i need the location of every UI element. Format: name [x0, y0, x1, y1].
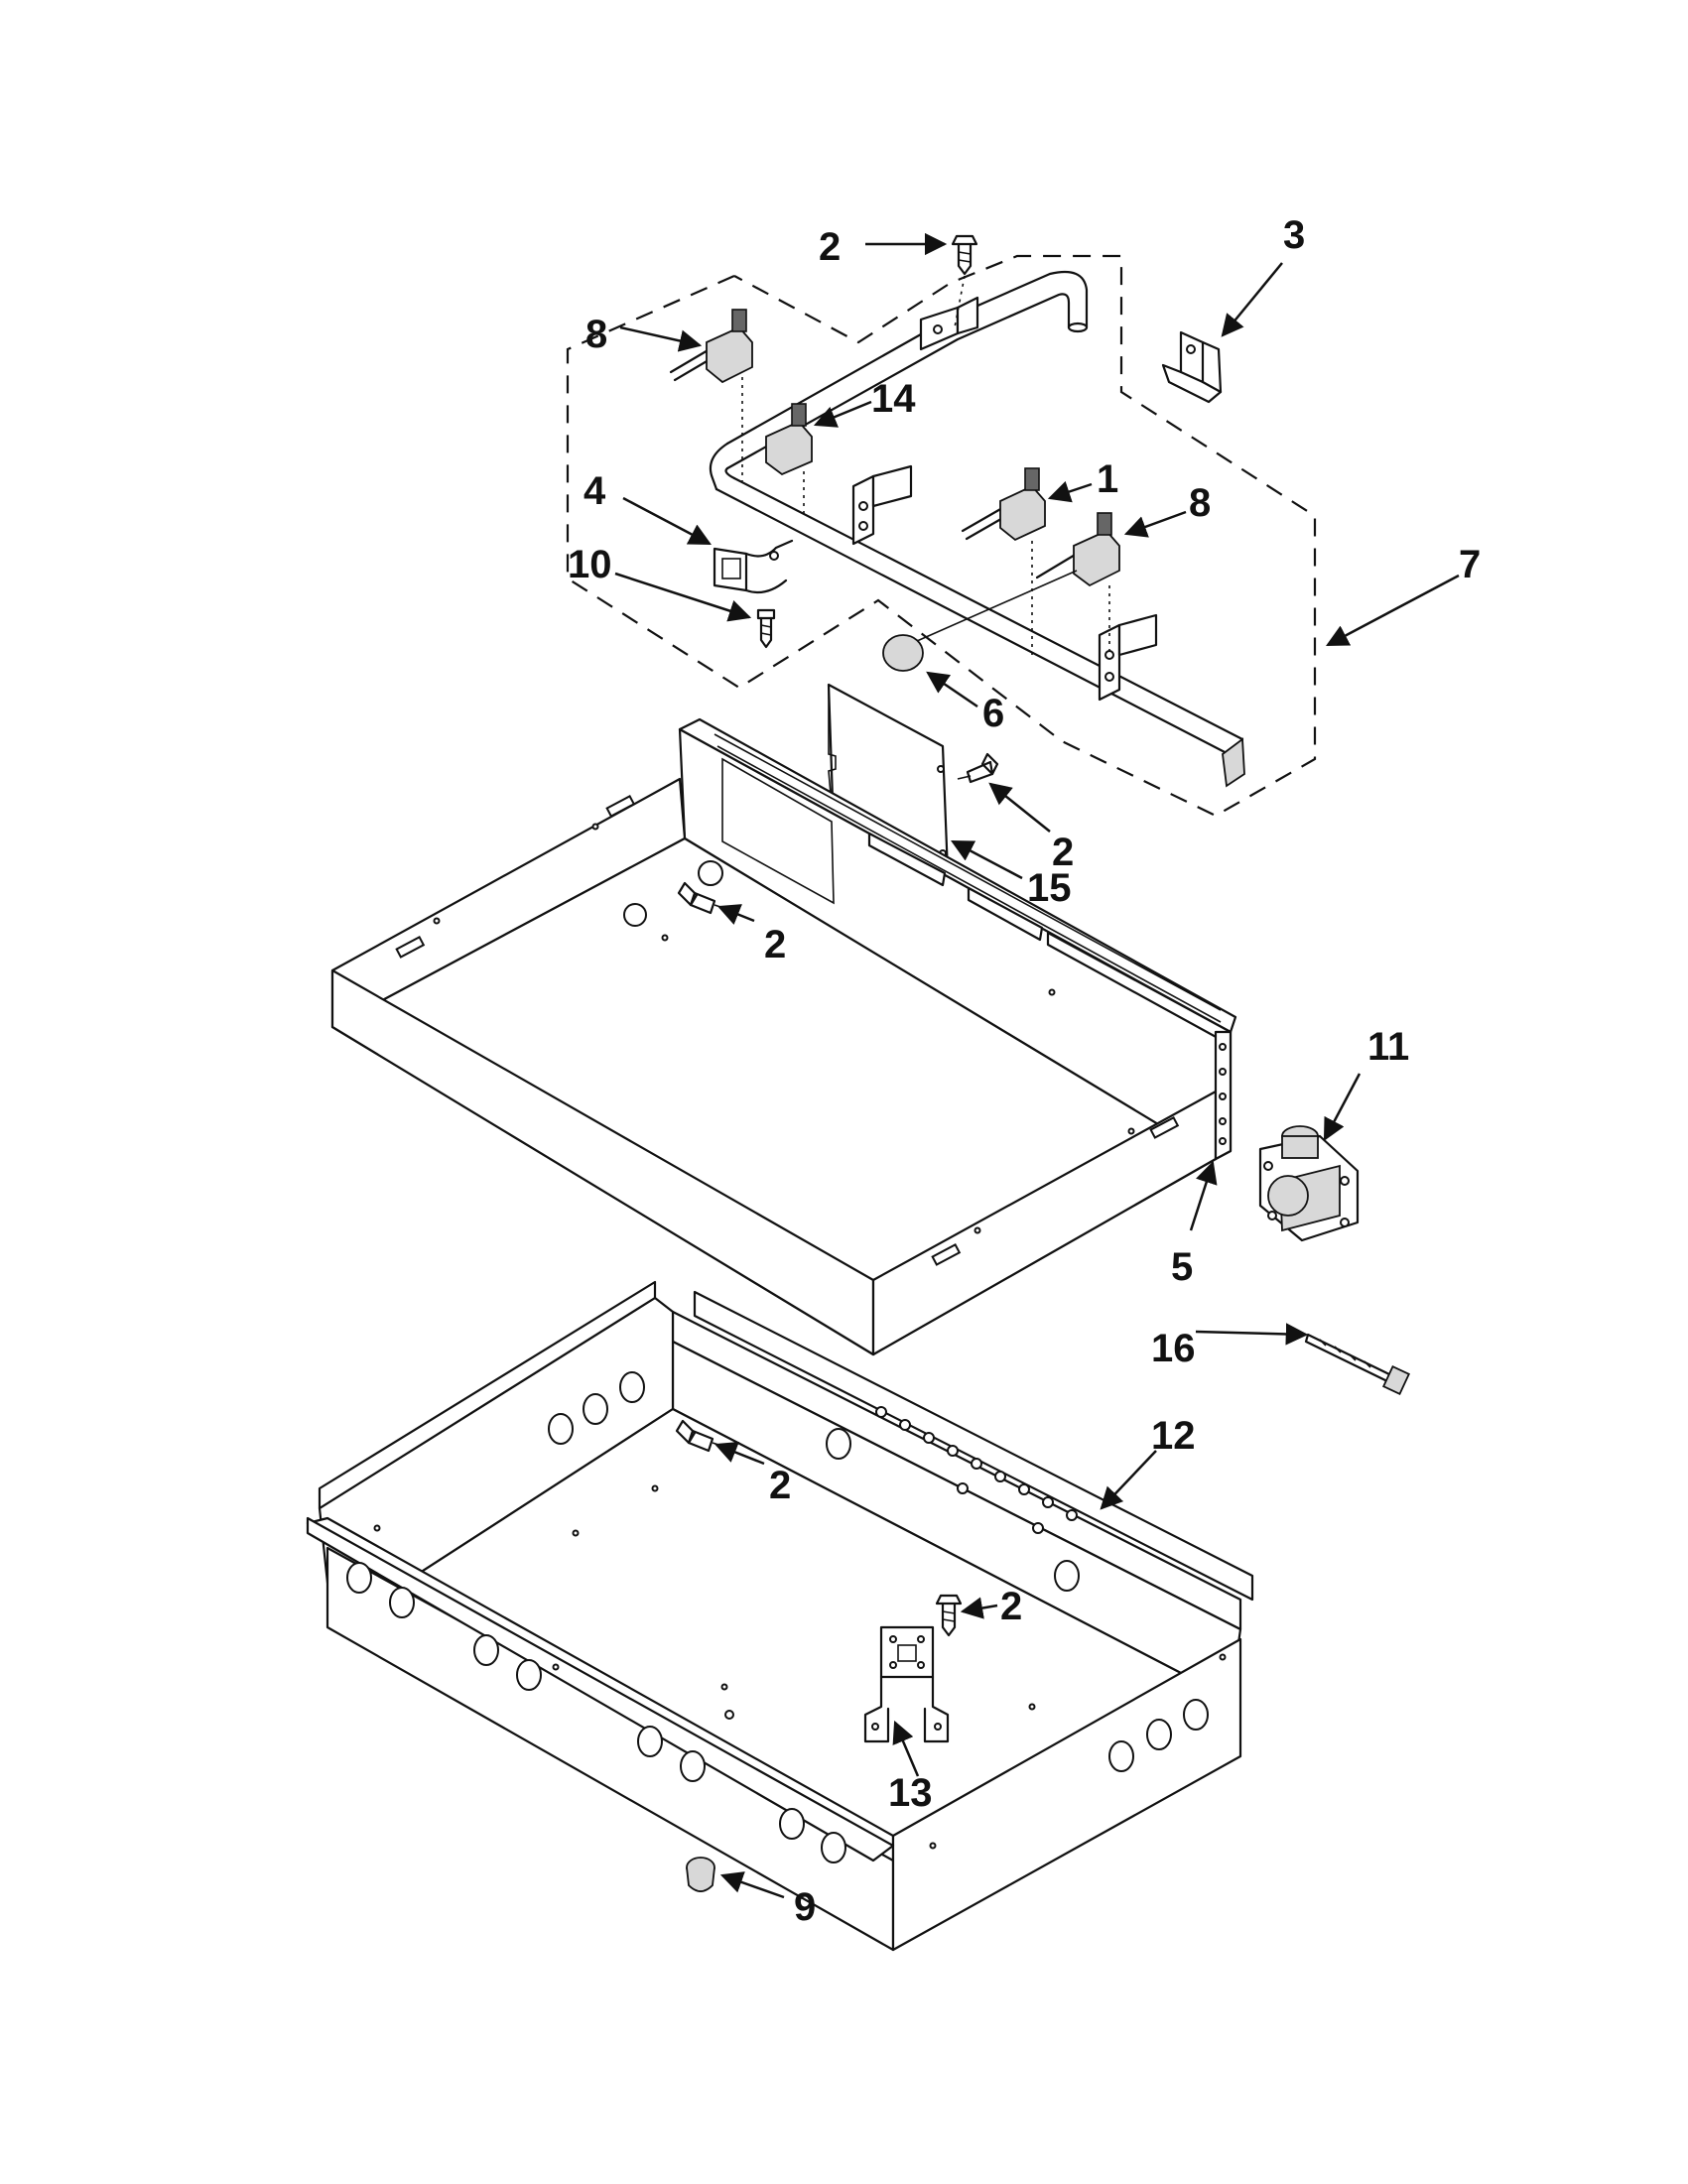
manifold-assembly: [566, 234, 1317, 818]
screw-2-cover: [957, 752, 999, 784]
callout-8-right: 8: [1189, 481, 1211, 525]
callout-11: 11: [1367, 1025, 1409, 1069]
callout-2-base: 2: [769, 1464, 791, 1507]
burner-box-5: [330, 717, 1237, 1356]
valve-8-left: [669, 309, 753, 481]
heat-shield-disc-6: [882, 634, 924, 672]
valve-1: [961, 467, 1046, 655]
callout-15: 15: [1027, 866, 1072, 910]
callout-9: 9: [794, 1885, 816, 1929]
screw-2-top: [951, 234, 978, 328]
callout-2-cover: 2: [1052, 831, 1074, 874]
callout-14: 14: [871, 377, 916, 421]
mounting-bracket-13: [863, 1625, 950, 1743]
leveling-foot-9: [686, 1857, 715, 1892]
manifold-pipe: [709, 270, 1245, 788]
pipe-bracket-mid: [851, 464, 913, 546]
callout-8-left: 8: [585, 313, 607, 356]
pressure-regulator-11: [1258, 1125, 1360, 1242]
screw-10: [756, 608, 776, 649]
callout-1: 1: [1097, 457, 1118, 501]
callout-3: 3: [1283, 213, 1305, 257]
bracket-3: [1161, 330, 1223, 404]
callout-5: 5: [1171, 1245, 1193, 1289]
callout-13: 13: [888, 1771, 933, 1815]
callout-16: 16: [1151, 1327, 1196, 1370]
callout-4: 4: [584, 469, 606, 513]
callout-2-panel: 2: [764, 923, 786, 966]
pipe-bracket-right: [1098, 613, 1158, 702]
bracket-4: [713, 539, 794, 594]
base-chassis-12: [306, 1280, 1254, 1952]
cable-tie-16: [1304, 1333, 1411, 1395]
pipe-bracket-top: [919, 296, 979, 351]
leader-arrows: [614, 232, 1460, 1899]
valve-8-right: [907, 512, 1120, 655]
assembly-outline: [566, 254, 1317, 818]
callout-6: 6: [982, 692, 1004, 735]
callout-10: 10: [568, 543, 612, 586]
callout-2-bracket: 2: [1000, 1585, 1022, 1628]
callout-12: 12: [1151, 1414, 1196, 1458]
callout-labels: 2 3 8 14 4 10 1 8 7 6 2 15 2 11 5 16 12 …: [568, 213, 1481, 1929]
callout-2-top: 2: [819, 225, 841, 269]
callout-7: 7: [1459, 543, 1481, 586]
valve-14: [765, 403, 813, 516]
